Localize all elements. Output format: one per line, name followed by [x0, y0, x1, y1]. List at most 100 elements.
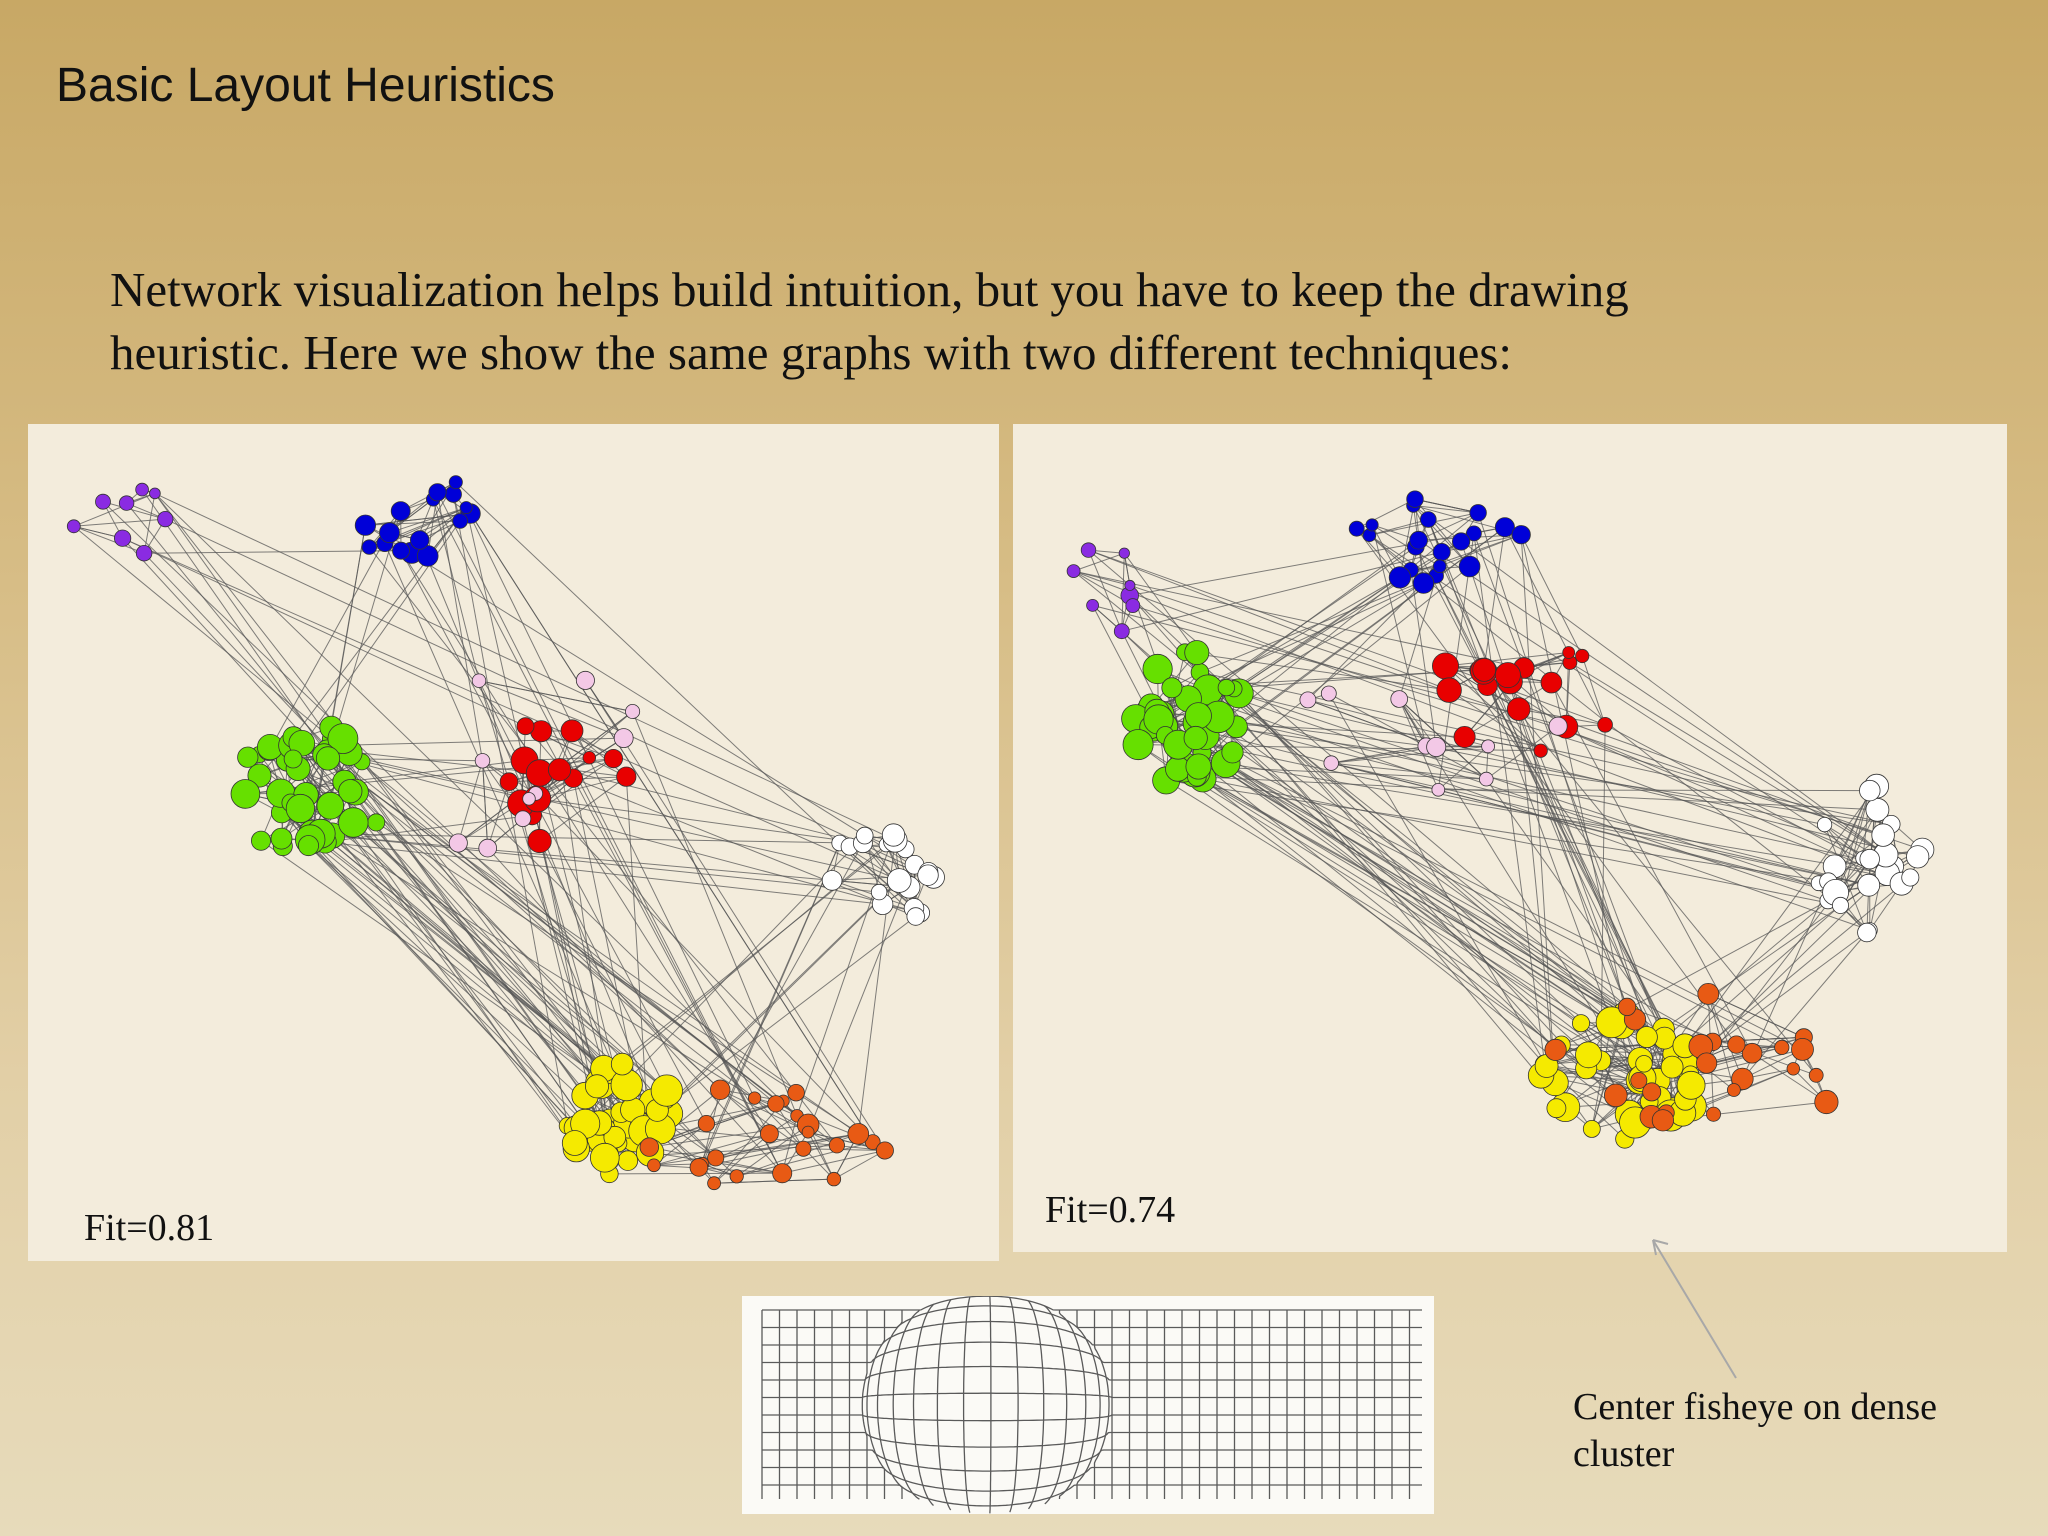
graph-edge — [1356, 498, 1416, 530]
graph-edge — [1414, 498, 1479, 514]
graph-edge — [465, 507, 756, 1099]
graph-node-green — [1122, 729, 1154, 761]
graph-node-white — [1859, 779, 1881, 802]
graph-edge — [653, 1133, 859, 1166]
graph-node-orange — [707, 1149, 725, 1167]
graph-edge — [796, 834, 894, 1116]
graph-node-red — [1453, 725, 1476, 748]
graph-node-orange — [647, 1158, 661, 1173]
graph-node-green — [315, 746, 341, 771]
graph-node-red — [1575, 648, 1590, 664]
graph-edge — [478, 680, 624, 739]
grid-line-vertical — [936, 1299, 952, 1511]
graph-node-red — [560, 719, 584, 743]
graph-edge — [482, 760, 489, 849]
graph-node-blue — [379, 522, 400, 544]
graph-edge — [1437, 745, 1489, 791]
graph-edge — [643, 880, 900, 1132]
graph-edge — [1741, 790, 1871, 1080]
graph-edge — [1751, 1052, 1827, 1103]
graph-edge — [478, 680, 633, 712]
graph-node-red — [603, 748, 624, 769]
graph-node-red — [1540, 671, 1563, 694]
graph-edge — [365, 513, 471, 526]
graph-edges — [73, 481, 934, 1184]
graph-edge — [102, 501, 166, 520]
graph-node-green — [327, 723, 359, 755]
graph-edge — [535, 793, 874, 1143]
graph-edge — [1518, 709, 1556, 1083]
graph-edge — [698, 842, 841, 1168]
grid-line-vertical — [861, 1310, 868, 1499]
graph-node-orange — [787, 1084, 805, 1102]
graph-edge — [1197, 722, 1684, 1064]
graph-node-white — [917, 864, 939, 886]
graph-node-orange — [760, 1124, 779, 1144]
graph-edge — [539, 840, 668, 1091]
graph-edge — [1604, 724, 1888, 874]
graph-node-orange — [1808, 1067, 1824, 1083]
graph-node-pink — [448, 833, 468, 853]
graph-node-purple — [1086, 598, 1099, 612]
graph-edge — [1413, 505, 1479, 514]
grid-line-horizontal — [762, 1466, 1422, 1492]
graph-node-green — [1184, 702, 1212, 730]
graph-edge — [1435, 575, 1673, 1068]
graph-edge — [1742, 932, 1868, 1080]
graph-edge — [301, 742, 755, 1099]
graph-edge — [1088, 549, 1123, 632]
grid-line-vertical — [1093, 1310, 1110, 1499]
graph-edge — [1123, 552, 1198, 653]
graph-node-white — [881, 823, 906, 847]
graph-edge — [632, 711, 798, 1116]
graph-edge — [1483, 669, 1817, 1076]
graph-edge — [1137, 744, 1587, 1069]
graph-edge — [1824, 824, 1864, 859]
graph-edge — [247, 756, 668, 1091]
network-graph-left — [66, 475, 945, 1191]
grid-line-horizontal — [762, 1484, 1422, 1507]
graph-edge — [293, 507, 467, 738]
graph-edge — [1132, 605, 1884, 836]
graph-edge — [537, 798, 863, 844]
graph-node-pink — [474, 753, 491, 769]
graph-node-orange — [1774, 1039, 1790, 1056]
graph-node-white — [1832, 896, 1850, 914]
graph-edge — [1369, 534, 1888, 874]
graph-edge — [649, 1124, 809, 1148]
graph-node-white — [870, 883, 888, 901]
graph-edge — [775, 1103, 804, 1149]
graph-node-pink — [1320, 685, 1337, 702]
graph-edge — [807, 1131, 835, 1180]
graph-node-red — [1472, 657, 1497, 682]
graph-node-green — [270, 827, 293, 850]
graph-edge — [1171, 687, 1636, 1020]
graph-edge — [1331, 762, 1439, 791]
graph-edge — [1163, 726, 1803, 1050]
graph-node-pink — [471, 673, 487, 688]
graph-edge — [1486, 725, 1559, 780]
graph-node-purple — [1118, 547, 1130, 559]
graph-edge — [1441, 534, 1522, 553]
graph-edge — [1581, 655, 1606, 725]
graph-node-orange — [828, 1137, 846, 1154]
graph-edge — [1487, 685, 1665, 1030]
graph-edge — [1328, 693, 1548, 1067]
graph-node-pink — [575, 670, 595, 690]
graph-edge — [389, 507, 467, 534]
graph-node-orange — [1791, 1038, 1814, 1061]
graph-node-purple — [118, 495, 135, 511]
graph-node-yellow — [589, 1142, 620, 1173]
grid-line-vertical — [1027, 1300, 1045, 1510]
graph-node-orange — [1630, 1072, 1648, 1090]
graph-node-purple — [114, 529, 132, 547]
graph-node-orange — [772, 1163, 793, 1184]
graph-edge — [1707, 993, 1743, 1080]
graph-node-orange — [1706, 1106, 1722, 1122]
graph-edge — [535, 737, 624, 794]
graph-edge — [705, 842, 864, 1124]
graph-edge — [606, 839, 896, 1073]
graph-edge — [1225, 566, 1470, 764]
graph-node-orange — [801, 1125, 815, 1139]
graph-edge — [305, 794, 576, 1144]
